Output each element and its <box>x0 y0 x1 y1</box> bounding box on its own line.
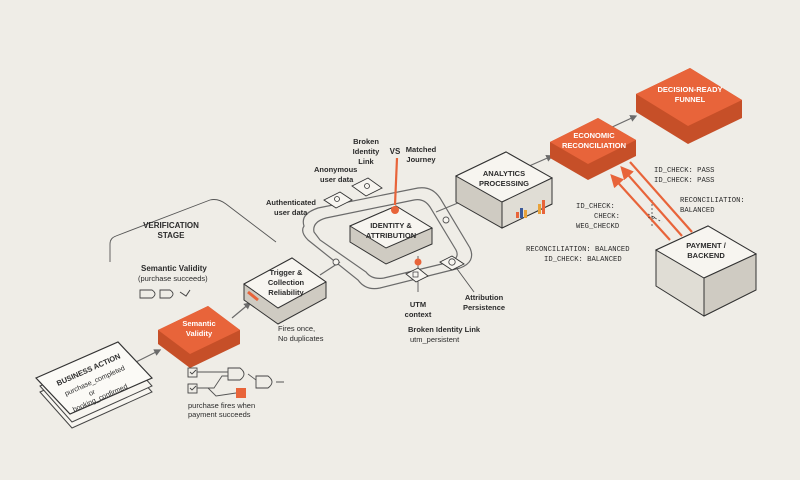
junction-node <box>442 216 450 224</box>
identity-line1: IDENTITY & <box>370 221 412 230</box>
gate-caption2: payment succeeds <box>188 410 251 419</box>
check-a2: ID_CHECK: PASS <box>654 177 714 185</box>
utm-dot <box>414 258 422 266</box>
trigger-line1: Trigger & <box>270 268 304 277</box>
trigger-line2: Collection <box>268 278 305 287</box>
economic-reconciliation-box: ECONOMIC RECONCILIATION <box>550 118 636 180</box>
utm-persistent-label: utm_persistent <box>410 335 460 344</box>
decision-line1: DECISION-READY <box>657 85 722 94</box>
trigger-note2: No duplicates <box>278 334 324 343</box>
analytics-processing-box: ANALYTICS PROCESSING <box>454 151 554 229</box>
persistence-label2: Persistence <box>463 303 505 312</box>
authenticated-user-icon <box>323 191 353 209</box>
check-d2: ID_CHECK: BALANCED <box>544 256 622 264</box>
gate-caption1: purchase fires when <box>188 401 255 410</box>
check-labels: ID_CHECK: PASS ID_CHECK: PASS RECONCILIA… <box>526 167 745 264</box>
matched-label2: Journey <box>406 155 436 164</box>
identity-line2: ATTRIBUTION <box>366 231 416 240</box>
payment-line1: PAYMENT / <box>686 241 727 250</box>
semantic-validity-label: Semantic Validity <box>141 264 207 273</box>
matched-label1: Matched <box>406 145 437 154</box>
verification-stage-line2: STAGE <box>158 231 186 240</box>
semantic-validity-box: Semantic Validity <box>158 306 240 368</box>
anonymous-label1: Anonymous <box>314 165 357 174</box>
verification-stage-line1: VERIFICATION <box>143 221 199 230</box>
broken-label1: Broken <box>353 137 379 146</box>
persistence-label1: Attribution <box>465 293 504 302</box>
globe-icon <box>439 255 465 271</box>
broken-link-dot <box>391 206 399 214</box>
trigger-note1: Fires once, <box>278 324 315 333</box>
check-c1: ID_CHECK: <box>576 203 615 211</box>
decision-funnel-box: DECISION-READY FUNNEL <box>636 68 742 144</box>
semantic-validity-sub: (purchase succeeds) <box>138 274 208 283</box>
authenticated-label2: user data <box>274 208 308 217</box>
semantic-validity-line1: Semantic <box>182 319 215 328</box>
payment-line2: BACKEND <box>687 251 725 260</box>
check-b2: BALANCED <box>680 207 715 215</box>
business-action-card: BUSINESS ACTION purchase_completed or bo… <box>34 341 154 429</box>
decision-line2: FUNNEL <box>675 95 706 104</box>
trigger-line3: Reliability <box>268 288 304 297</box>
utm-label2: context <box>405 310 432 319</box>
business-action-line2: or <box>88 389 97 398</box>
check-a1: ID_CHECK: PASS <box>654 167 714 175</box>
semantic-validity-line2: Validity <box>186 329 213 338</box>
junction-node <box>332 258 340 266</box>
check-arrow: -> <box>647 215 655 223</box>
bar-chart-icon <box>516 200 545 218</box>
anonymous-user-icon <box>351 177 383 197</box>
logic-gate-icon <box>139 289 191 299</box>
anonymous-label2: user data <box>320 175 354 184</box>
trigger-box: Trigger & Collection Reliability <box>243 257 327 325</box>
vs-label: VS <box>390 147 401 156</box>
utm-label1: UTM <box>410 300 426 309</box>
check-c3: WEG_CHECKD <box>576 223 619 231</box>
check-b1: RECONCILIATION: <box>680 197 745 205</box>
economic-line2: RECONCILIATION <box>562 141 626 150</box>
gate-diagram-icon <box>187 367 284 398</box>
check-c2: CHECK: <box>594 213 620 221</box>
utm-icon <box>405 267 429 283</box>
payment-backend-box: PAYMENT / BACKEND <box>654 225 758 317</box>
reconciliation-flow <box>610 161 693 241</box>
identity-attribution-box: IDENTITY & ATTRIBUTION <box>348 205 434 265</box>
authenticated-label1: Authenticated <box>266 198 316 207</box>
check-d1: RECONCILIATION: BALANCED <box>526 246 630 254</box>
broken-label3: Link <box>358 157 374 166</box>
economic-line1: ECONOMIC <box>573 131 615 140</box>
broken-link-label: Broken Identity Link <box>408 325 481 334</box>
analytics-line2: PROCESSING <box>479 179 529 188</box>
analytics-line1: ANALYTICS <box>483 169 525 178</box>
broken-label2: Identity <box>353 147 380 156</box>
